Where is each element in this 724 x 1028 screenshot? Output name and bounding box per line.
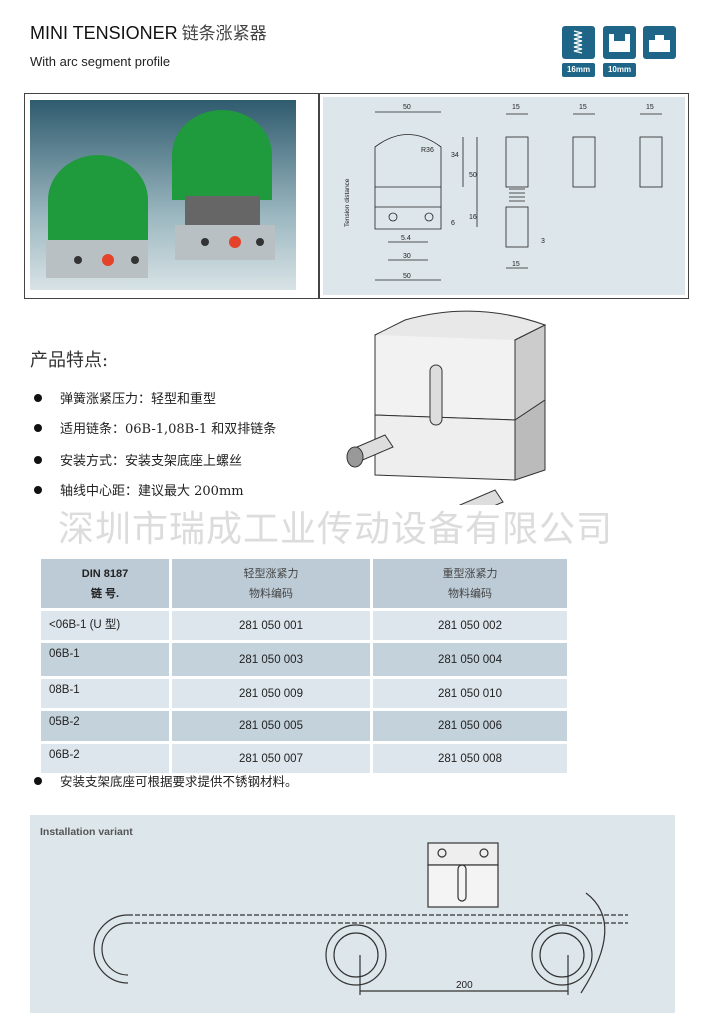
dim-base: 50 [403,273,411,280]
feature-item: 弹簧涨紧压力：轻型和重型 [30,388,216,407]
profile-u-icon [603,26,636,59]
watermark: 深圳市瑞成工业传动设备有限公司 [58,509,614,550]
col-light: 轻型涨紧力物料编码 [172,559,370,608]
col-heavy: 重型涨紧力物料编码 [373,559,567,608]
note: 安装支架底座可根据要求提供不锈钢材料。 [30,771,298,790]
isometric-drawing [330,305,560,518]
spring-size-label: 16mm [562,63,595,77]
installation-panel: 200 [30,815,675,1013]
spring-icon [562,26,595,59]
dim-side: 15 [512,104,520,111]
product-photo [30,100,296,290]
dim-height: 50 [469,172,477,179]
dim-height: 34 [451,152,459,159]
title-en: MINI TENSIONER [30,23,178,43]
dim-height: 6 [451,220,455,227]
features-heading: 产品特点: [30,350,109,371]
dim-width: 50 [403,104,411,111]
dim-side: 15 [646,104,654,111]
feature-item: 轴线中心距：建议最大 200mm [30,480,244,499]
subtitle: With arc segment profile [30,54,171,69]
figure-frame [24,93,689,299]
profile-size-label: 10mm [603,63,636,77]
dim-holes: 30 [403,253,411,260]
dim-offset: 3 [541,238,545,245]
dim-height: 16 [469,214,477,221]
center-distance-label: 200 [456,980,473,991]
feature-item: 安装方式：安装支架底座上螺丝 [30,450,242,469]
tension-label: Tension distance [344,178,351,227]
divider [318,93,320,299]
dim-slot: 5.4 [401,235,411,242]
feature-item: 适用链条：06B-1,08B-1 和双排链条 [30,418,276,437]
installation-label: Installation variant [40,826,133,838]
profile-block-icon [643,26,676,59]
technical-drawing: 50 15 15 15 R36 34 50 16 6 5.4 30 50 3 1… [323,97,685,295]
title-cn: 链条涨紧器 [181,24,267,44]
dim-side: 15 [579,104,587,111]
dim-side: 15 [512,261,520,268]
dim-radius: R36 [421,147,434,154]
